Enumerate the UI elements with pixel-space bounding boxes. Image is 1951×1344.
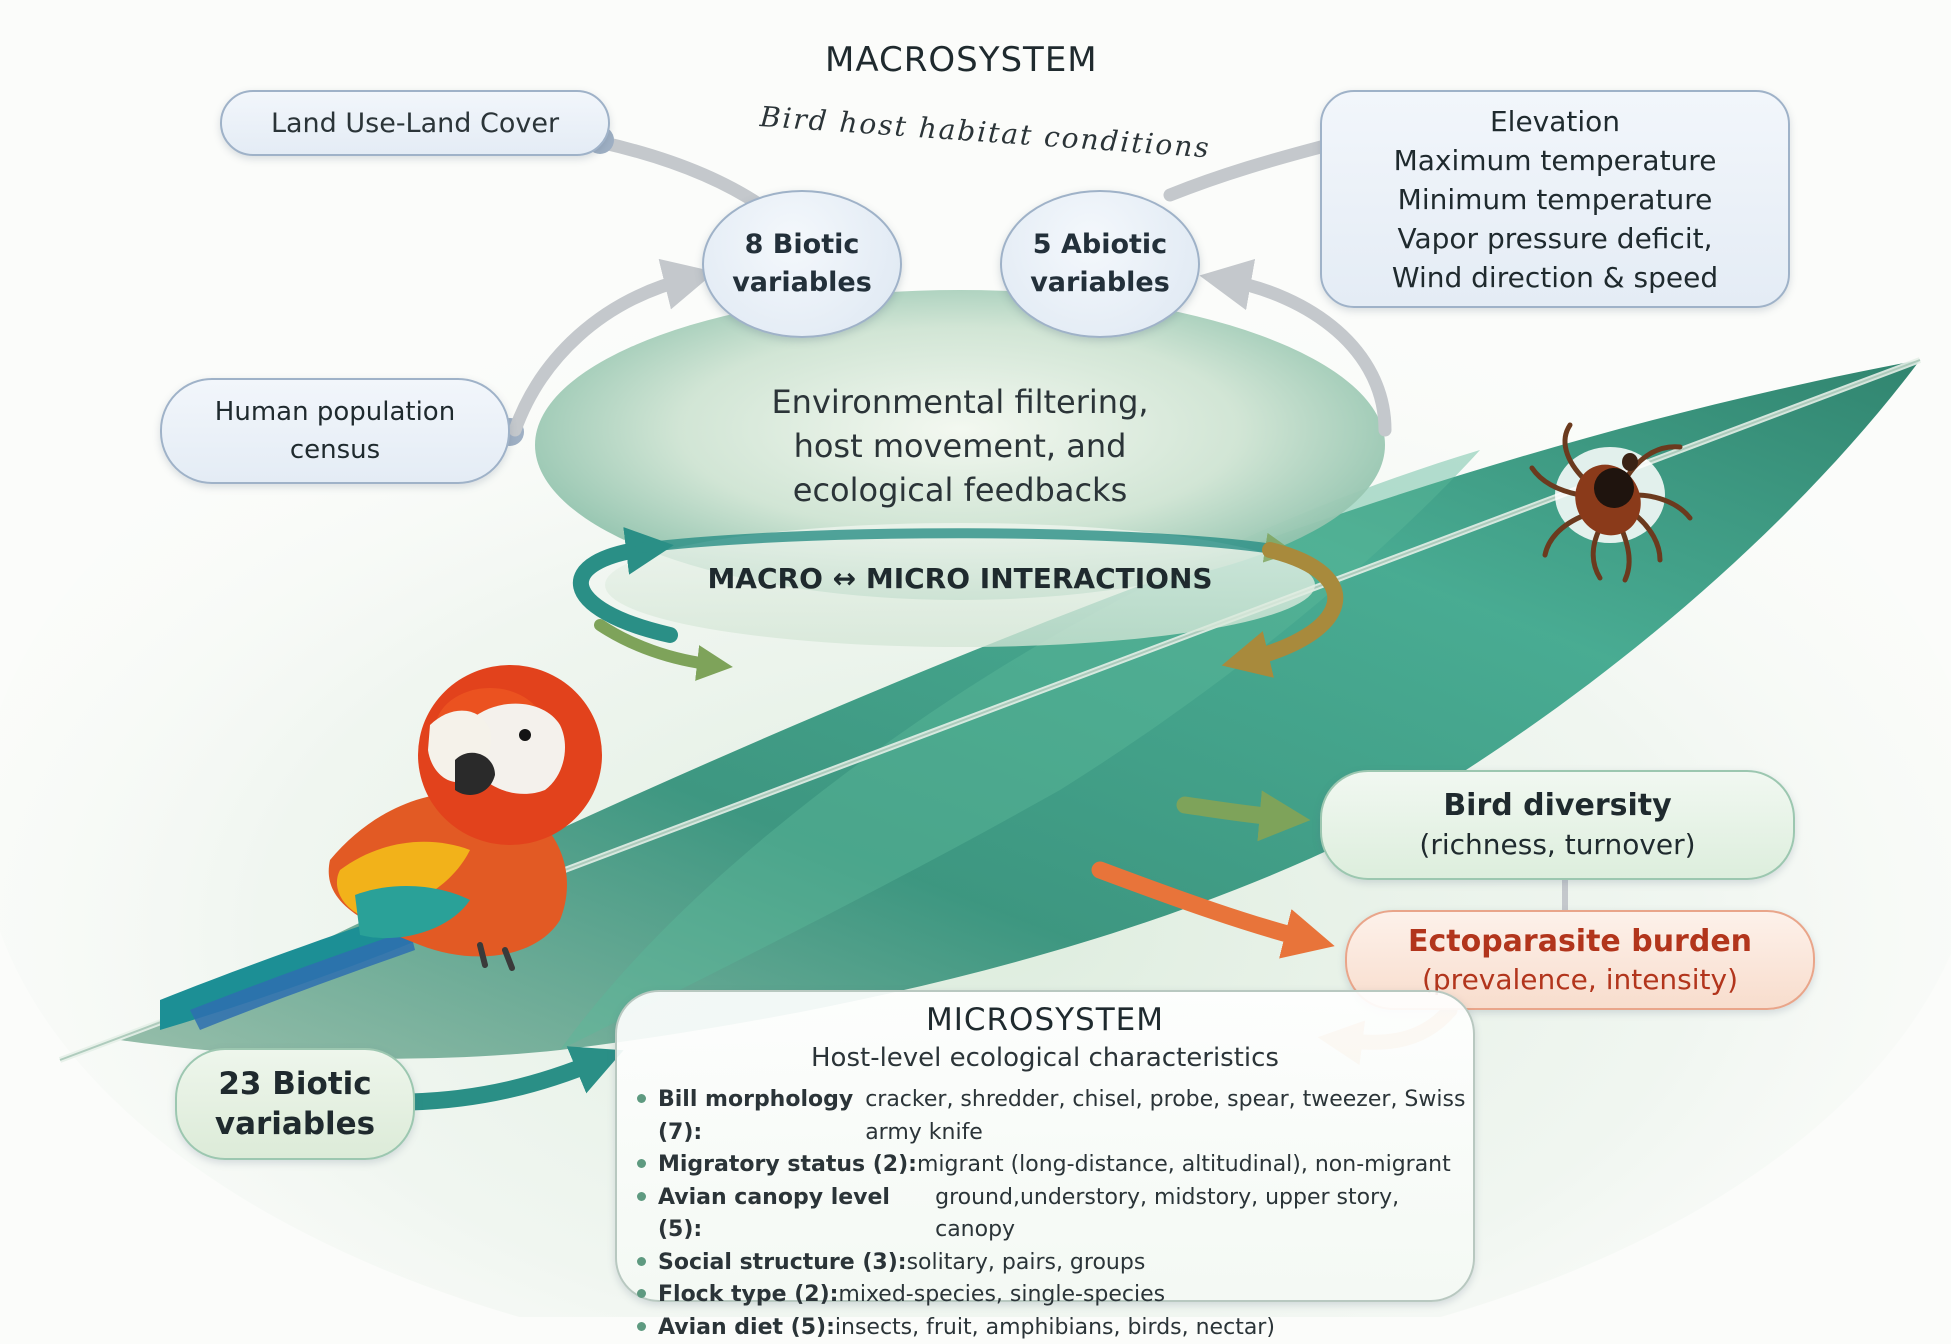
abiotic-item-wind: Wind direction & speed xyxy=(1392,258,1718,297)
human-population-line-2: census xyxy=(290,431,380,469)
list-item-text: ground,understory, midstory, upper story… xyxy=(935,1182,1473,1247)
list-item: Flock type (2): mixed-species, single-sp… xyxy=(637,1279,1473,1312)
list-item: Avian diet (5): insects, fruit, amphibia… xyxy=(637,1312,1473,1344)
biotic-macro-line-1: 8 Biotic xyxy=(745,226,860,264)
filtering-line-1: Environmental filtering, xyxy=(660,380,1260,424)
abiotic-item-max-temp: Maximum temperature xyxy=(1394,141,1717,180)
list-item-label: Social structure (3): xyxy=(658,1247,907,1280)
list-item-text: migrant (long-distance, altitudinal), no… xyxy=(917,1149,1451,1182)
list-item-label: Avian diet (5): xyxy=(658,1312,835,1344)
abiotic-list-box: Elevation Maximum temperature Minimum te… xyxy=(1320,90,1790,308)
list-item-text: solitary, pairs, groups xyxy=(907,1247,1146,1280)
filtering-text: Environmental filtering, host movement, … xyxy=(660,380,1260,512)
list-item-label: Flock type (2): xyxy=(658,1279,838,1312)
biotic-micro-box: 23 Biotic variables xyxy=(175,1048,415,1160)
land-use-box: Land Use-Land Cover xyxy=(220,90,610,156)
list-item-label: Bill morphology (7): xyxy=(658,1084,865,1149)
abiotic-item-vpd: Vapor pressure deficit, xyxy=(1398,219,1713,258)
bullet-dot xyxy=(637,1159,646,1168)
abiotic-item-elevation: Elevation xyxy=(1490,102,1620,141)
bullet-dot xyxy=(637,1192,646,1201)
biotic-micro-line-1: 23 Biotic xyxy=(218,1064,371,1104)
list-item: Migratory status (2): migrant (long-dist… xyxy=(637,1149,1473,1182)
land-use-label: Land Use-Land Cover xyxy=(271,108,559,139)
list-item-text: cracker, shredder, chisel, probe, spear,… xyxy=(865,1084,1473,1149)
abiotic-macro-circle: 5 Abiotic variables xyxy=(1000,190,1200,338)
abiotic-macro-line-2: variables xyxy=(1030,264,1170,302)
list-item-text: insects, fruit, amphibians, birds, necta… xyxy=(835,1312,1275,1344)
microsystem-title: MICROSYSTEM xyxy=(926,1000,1164,1040)
filtering-line-3: ecological feedbacks xyxy=(660,468,1260,512)
list-item: Avian canopy level (5): ground,understor… xyxy=(637,1182,1473,1247)
abiotic-macro-line-1: 5 Abiotic xyxy=(1033,226,1167,264)
ectoparasite-detail: (prevalence, intensity) xyxy=(1422,962,1738,998)
ectoparasite-title: Ectoparasite burden xyxy=(1408,922,1752,962)
biotic-macro-circle: 8 Biotic variables xyxy=(702,190,902,338)
macrosystem-title: MACROSYSTEM xyxy=(825,40,1098,80)
abiotic-item-min-temp: Minimum temperature xyxy=(1398,180,1713,219)
interactions-label: MACRO ↔ MICRO INTERACTIONS xyxy=(660,562,1260,595)
bullet-dot xyxy=(637,1257,646,1266)
human-population-line-1: Human population xyxy=(215,393,455,431)
list-item-text: mixed-species, single-species xyxy=(838,1279,1165,1312)
list-item: Social structure (3): solitary, pairs, g… xyxy=(637,1247,1473,1280)
bird-diversity-detail: (richness, turnover) xyxy=(1419,826,1695,864)
microsystem-box: MICROSYSTEM Host-level ecological charac… xyxy=(615,990,1475,1302)
bullet-dot xyxy=(637,1289,646,1298)
list-item-label: Avian canopy level (5): xyxy=(658,1182,935,1247)
biotic-macro-line-2: variables xyxy=(732,264,872,302)
microsystem-list: Bill morphology (7): cracker, shredder, … xyxy=(637,1084,1473,1344)
connector-landuse-biotic xyxy=(600,142,760,205)
bullet-dot xyxy=(637,1322,646,1331)
filtering-line-2: host movement, and xyxy=(660,424,1260,468)
bird-diversity-title: Bird diversity xyxy=(1443,786,1671,826)
list-item-label: Migratory status (2): xyxy=(658,1149,917,1182)
biotic-micro-line-2: variables xyxy=(215,1104,375,1144)
bird-diversity-box: Bird diversity (richness, turnover) xyxy=(1320,770,1795,880)
bullet-dot xyxy=(637,1094,646,1103)
microsystem-subtitle: Host-level ecological characteristics xyxy=(811,1040,1279,1076)
human-population-box: Human population census xyxy=(160,378,510,484)
list-item: Bill morphology (7): cracker, shredder, … xyxy=(637,1084,1473,1149)
